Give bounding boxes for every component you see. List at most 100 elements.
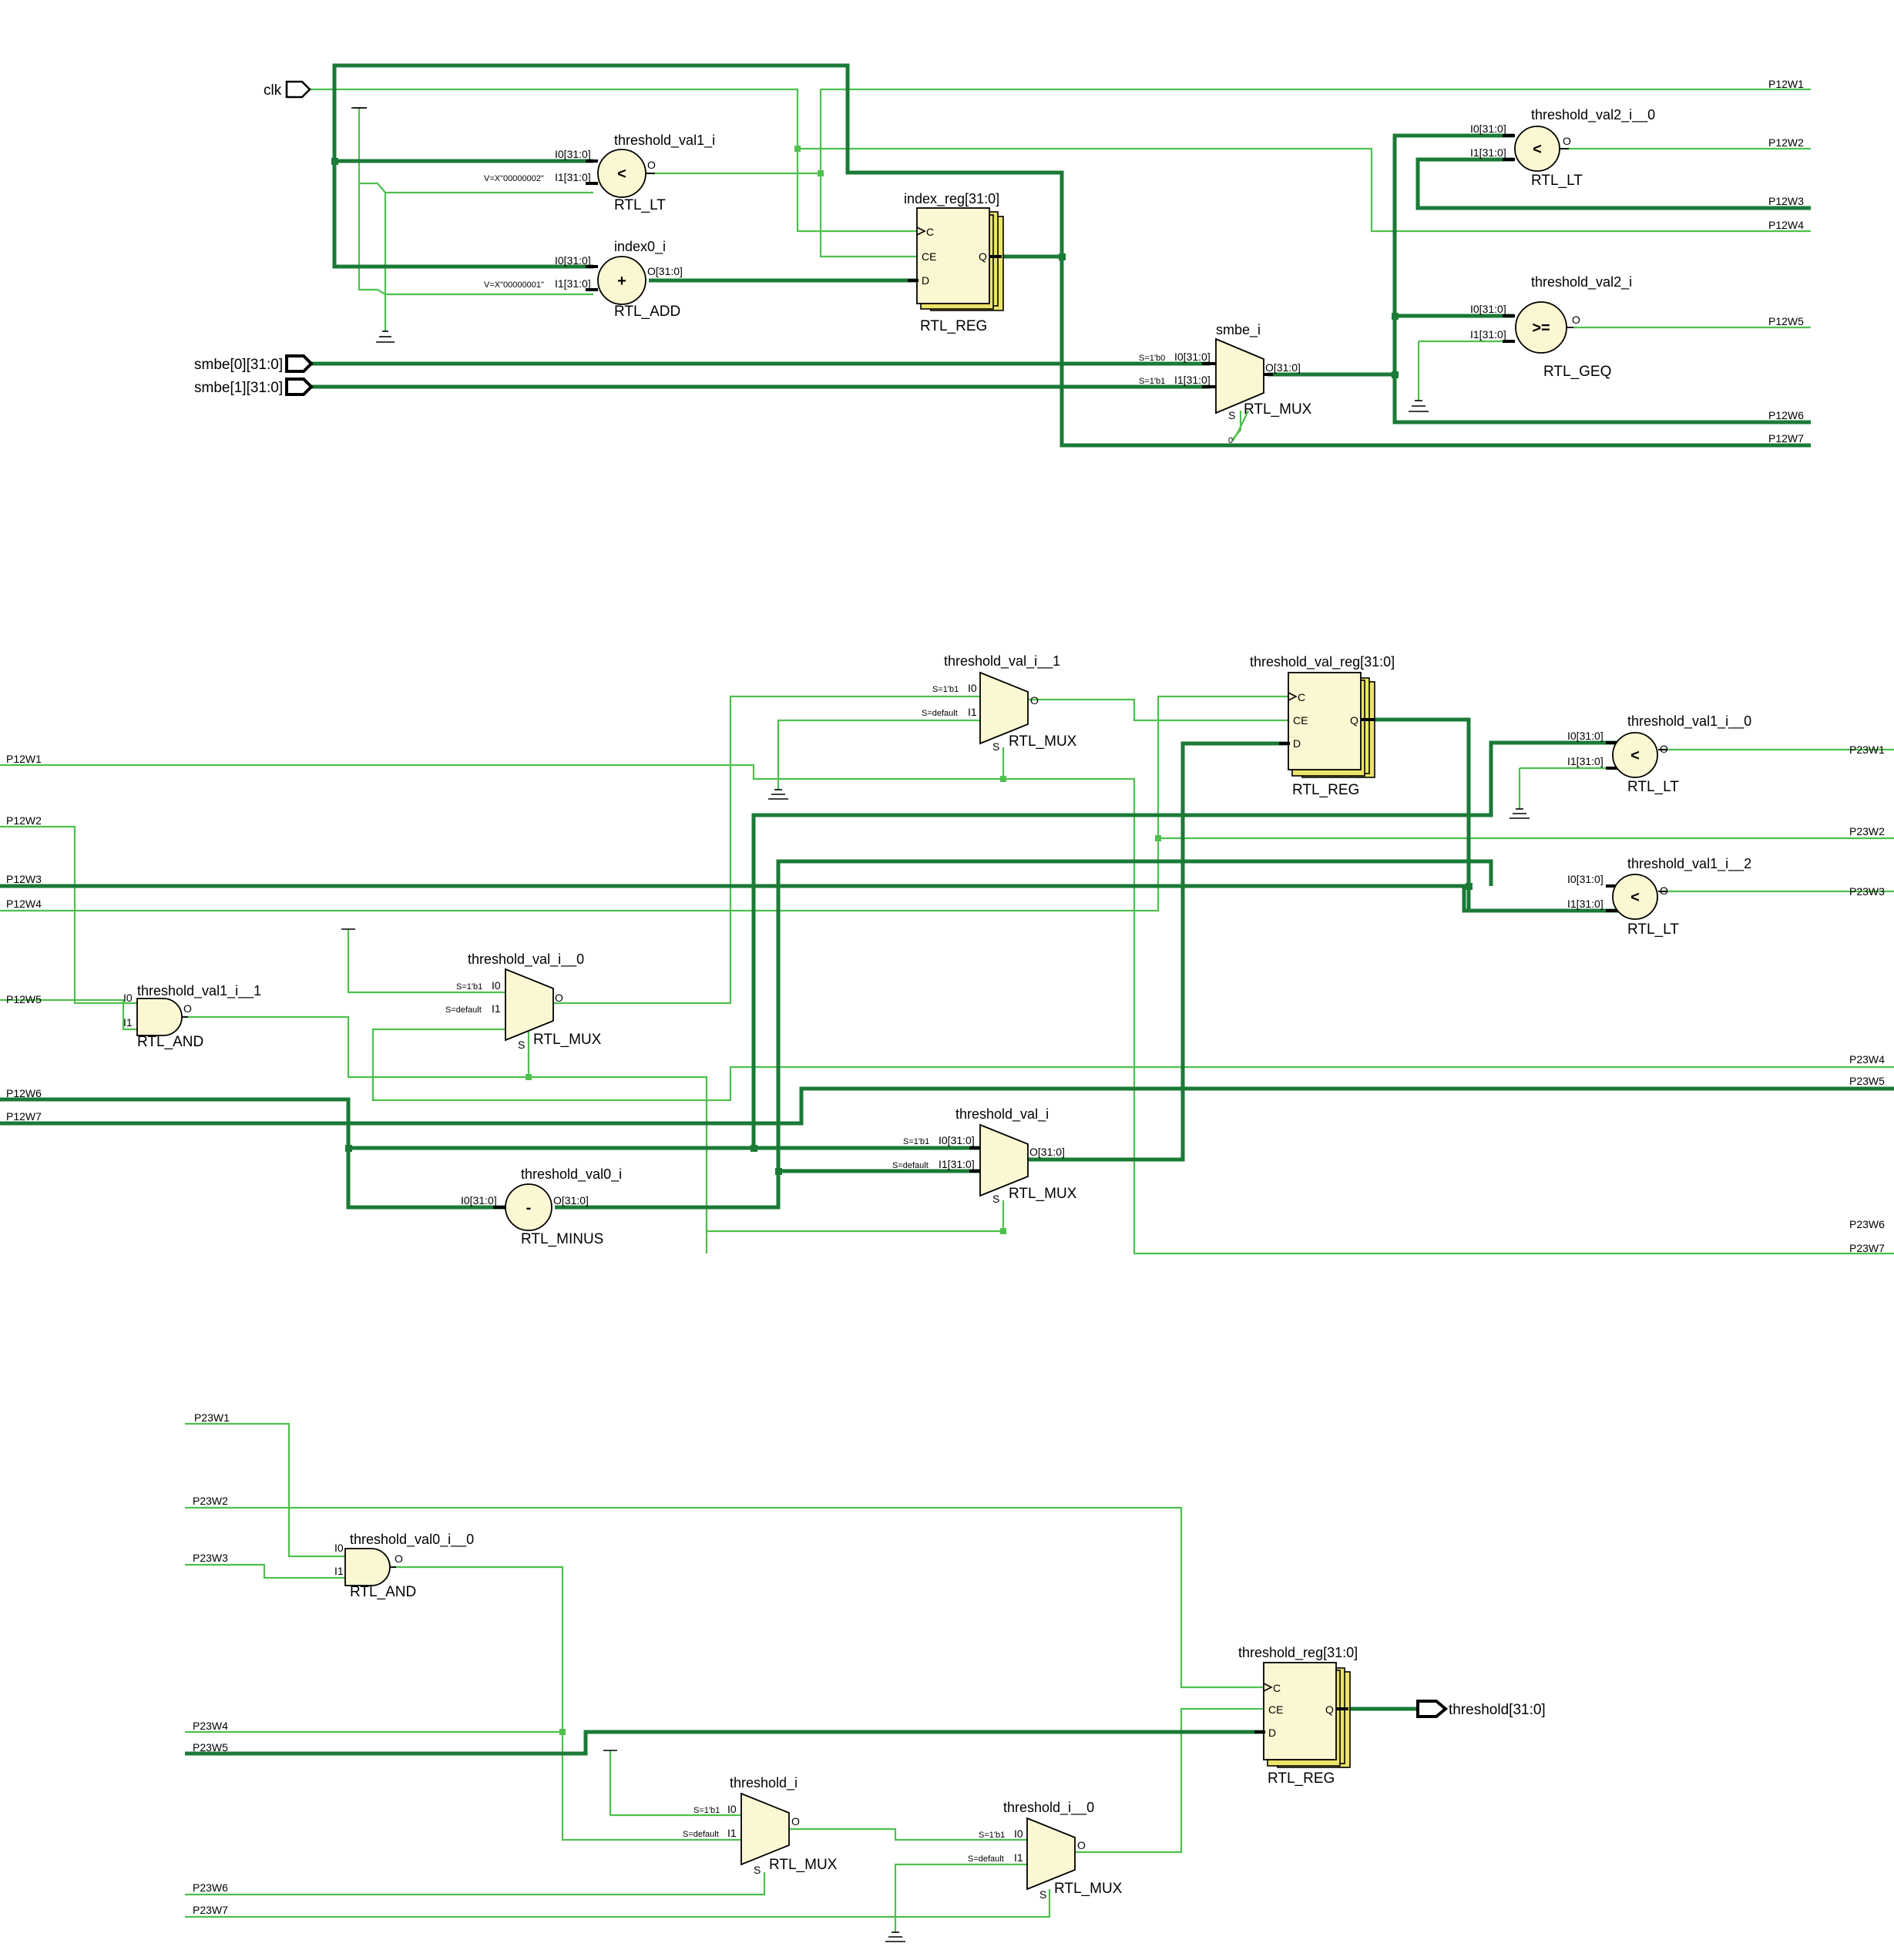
pin-label: D bbox=[1268, 1727, 1276, 1739]
net-label: P23W2 bbox=[193, 1495, 228, 1507]
pin-label: D bbox=[922, 274, 929, 287]
section-3-buses bbox=[185, 1707, 1418, 1756]
cell-name: threshold_val1_i__2 bbox=[1627, 856, 1751, 872]
pin-label: I1[31:0] bbox=[939, 1158, 975, 1170]
pin-label: I1 bbox=[123, 1016, 133, 1029]
cell-name: threshold_reg[31:0] bbox=[1238, 1645, 1358, 1661]
pin-label: O bbox=[1572, 314, 1580, 326]
pin-label: S bbox=[1228, 409, 1235, 421]
cell-threshold-val0-i[interactable]: - I0[31:0] O[31:0] threshold_val0_i RTL_… bbox=[461, 1166, 622, 1247]
section-2-wires bbox=[0, 695, 1894, 1255]
pin-label: I0[31:0] bbox=[555, 254, 591, 267]
pin-label: O bbox=[183, 1002, 192, 1015]
cell-name: threshold_val2_i bbox=[1531, 274, 1632, 290]
net-label: P12W7 bbox=[1768, 432, 1804, 445]
net-label: P12W2 bbox=[1768, 136, 1804, 149]
net-label: P23W6 bbox=[1849, 1218, 1885, 1230]
pin-label: CE bbox=[922, 250, 936, 263]
cell-type: RTL_ADD bbox=[614, 304, 680, 320]
cell-smbe-i[interactable]: I0[31:0] I1[31:0] S=1'b0 S=1'b1 O[31:0] … bbox=[1139, 322, 1312, 445]
cell-index0-i[interactable]: + index0_i RTL_ADD I0[31:0] I1[31:0] V=X… bbox=[484, 239, 683, 320]
cell-threshold-val1-i-2[interactable]: < threshold_val1_i__2 RTL_LT I0[31:0] I1… bbox=[1567, 856, 1751, 938]
pin-label: I0 bbox=[727, 1803, 737, 1815]
smbe1-port-label: smbe[1][31:0] bbox=[194, 380, 283, 396]
pin-label: O[31:0] bbox=[1029, 1146, 1065, 1158]
cell-name: threshold_val0_i bbox=[521, 1166, 622, 1183]
lt-op: < bbox=[1533, 141, 1542, 158]
cell-type: RTL_MUX bbox=[1054, 1881, 1123, 1897]
clk-port: clk bbox=[264, 80, 311, 99]
cell-threshold-val1-i-1[interactable]: I0 I1 O threshold_val1_i__1 RTL_AND bbox=[123, 983, 261, 1050]
cell-threshold-val-reg[interactable]: C CE D Q threshold_val_reg[31:0] RTL_REG bbox=[1250, 654, 1395, 798]
cell-threshold-i[interactable]: I0 I1 S=1'b1 S=default O S threshold_i R… bbox=[683, 1775, 838, 1876]
pin-label: I0[31:0] bbox=[1470, 123, 1506, 135]
pin-label: D bbox=[1293, 737, 1301, 750]
cell-name: threshold_val_i__1 bbox=[944, 653, 1060, 670]
add-op: + bbox=[617, 273, 626, 290]
section-2: I0 I1 S=1'b1 S=default O S threshold_val… bbox=[0, 653, 1894, 1255]
pin-label: I1 bbox=[1014, 1851, 1023, 1864]
select-label: S=default bbox=[922, 709, 958, 718]
select-label: S=1'b1 bbox=[693, 1806, 720, 1815]
cell-type: RTL_REG bbox=[1292, 782, 1359, 798]
pin-label: C bbox=[926, 226, 934, 238]
cell-name: index0_i bbox=[614, 239, 666, 255]
cell-threshold-reg[interactable]: C CE D Q threshold_reg[31:0] RTL_REG bbox=[1238, 1645, 1358, 1787]
select-value: 0 bbox=[1228, 436, 1233, 445]
pin-label: S bbox=[992, 740, 999, 753]
cell-threshold-val2-i[interactable]: >= threshold_val2_i RTL_GEQ I0[31:0] I1[… bbox=[1470, 274, 1632, 380]
cell-type: RTL_AND bbox=[137, 1034, 203, 1050]
pin-label: I1[31:0] bbox=[1567, 898, 1604, 910]
pin-label: O bbox=[555, 992, 563, 1004]
pin-label: C bbox=[1273, 1682, 1281, 1694]
select-label: S=1'b0 bbox=[1139, 354, 1165, 363]
cell-name: threshold_val_reg[31:0] bbox=[1250, 654, 1395, 670]
cell-name: threshold_val_i bbox=[955, 1106, 1049, 1123]
cell-type: RTL_REG bbox=[1268, 1770, 1335, 1787]
cell-threshold-val-i-1[interactable]: I0 I1 S=1'b1 S=default O S threshold_val… bbox=[922, 653, 1077, 753]
geq-op: >= bbox=[1532, 320, 1550, 337]
select-label: S=default bbox=[683, 1830, 719, 1839]
section-1-net-labels: P12W1 P12W2 P12W3 P12W4 P12W5 P12W6 P12W… bbox=[1768, 78, 1804, 445]
net-label: P12W4 bbox=[6, 898, 42, 910]
lt-op: < bbox=[617, 166, 626, 183]
pin-label: CE bbox=[1268, 1703, 1283, 1716]
cell-threshold-val1-i[interactable]: < threshold_val1_i RTL_LT I0[31:0] I1[31… bbox=[484, 133, 715, 213]
smbe1-port: smbe[1][31:0] bbox=[194, 378, 314, 396]
cell-threshold-i-0[interactable]: I0 I1 S=1'b1 S=default O S threshold_i__… bbox=[968, 1800, 1123, 1901]
pin-label: I1 bbox=[334, 1565, 344, 1577]
cell-type: RTL_MUX bbox=[769, 1857, 838, 1873]
minus-op: - bbox=[526, 1200, 532, 1217]
cell-threshold-val0-i-0[interactable]: I0 I1 O threshold_val0_i__0 RTL_AND bbox=[334, 1532, 474, 1600]
pin-label: O bbox=[1660, 884, 1668, 897]
pin-label: O bbox=[647, 159, 656, 171]
net-label: P23W2 bbox=[1849, 825, 1885, 837]
cell-index-reg[interactable]: C CE D Q index_reg[31:0] RTL_REG bbox=[904, 191, 1004, 334]
const-label: V=X"00000002" bbox=[484, 174, 544, 183]
smbe0-port: smbe[0][31:0] bbox=[194, 354, 314, 373]
select-label: S=default bbox=[892, 1161, 929, 1170]
pin-label: I1[31:0] bbox=[1470, 146, 1506, 159]
cell-threshold-val-i[interactable]: I0[31:0] I1[31:0] S=1'b1 S=default O[31:… bbox=[892, 1106, 1077, 1205]
net-label: P12W3 bbox=[1768, 195, 1804, 207]
pin-label: S bbox=[1039, 1888, 1046, 1901]
net-label: P12W6 bbox=[6, 1087, 42, 1099]
select-label: S=default bbox=[968, 1854, 1004, 1864]
threshold-port-label: threshold[31:0] bbox=[1449, 1702, 1546, 1718]
net-label: P23W3 bbox=[1849, 885, 1885, 898]
smbe0-port-label: smbe[0][31:0] bbox=[194, 357, 283, 373]
pin-label: I0[31:0] bbox=[1567, 730, 1604, 742]
cell-name: threshold_val1_i__0 bbox=[1627, 713, 1751, 730]
cell-name: threshold_i__0 bbox=[1003, 1800, 1094, 1816]
cell-threshold-val-i-0[interactable]: I0 I1 S=1'b1 S=default O S threshold_val… bbox=[445, 951, 602, 1051]
net-label: P23W5 bbox=[1849, 1075, 1885, 1087]
lt-op: < bbox=[1630, 747, 1640, 764]
pin-label: I1 bbox=[727, 1827, 737, 1839]
cell-threshold-val2-i-0[interactable]: < threshold_val2_i__0 RTL_LT I0[31:0] I1… bbox=[1470, 107, 1655, 189]
section-2-junctions bbox=[345, 776, 1473, 1234]
lt-op: < bbox=[1630, 889, 1640, 906]
pin-label: I1[31:0] bbox=[1470, 328, 1506, 341]
cell-threshold-val1-i-0[interactable]: < threshold_val1_i__0 RTL_LT I0[31:0] I1… bbox=[1567, 713, 1751, 795]
pin-label: I0 bbox=[123, 992, 133, 1004]
net-label: P23W6 bbox=[193, 1881, 228, 1894]
